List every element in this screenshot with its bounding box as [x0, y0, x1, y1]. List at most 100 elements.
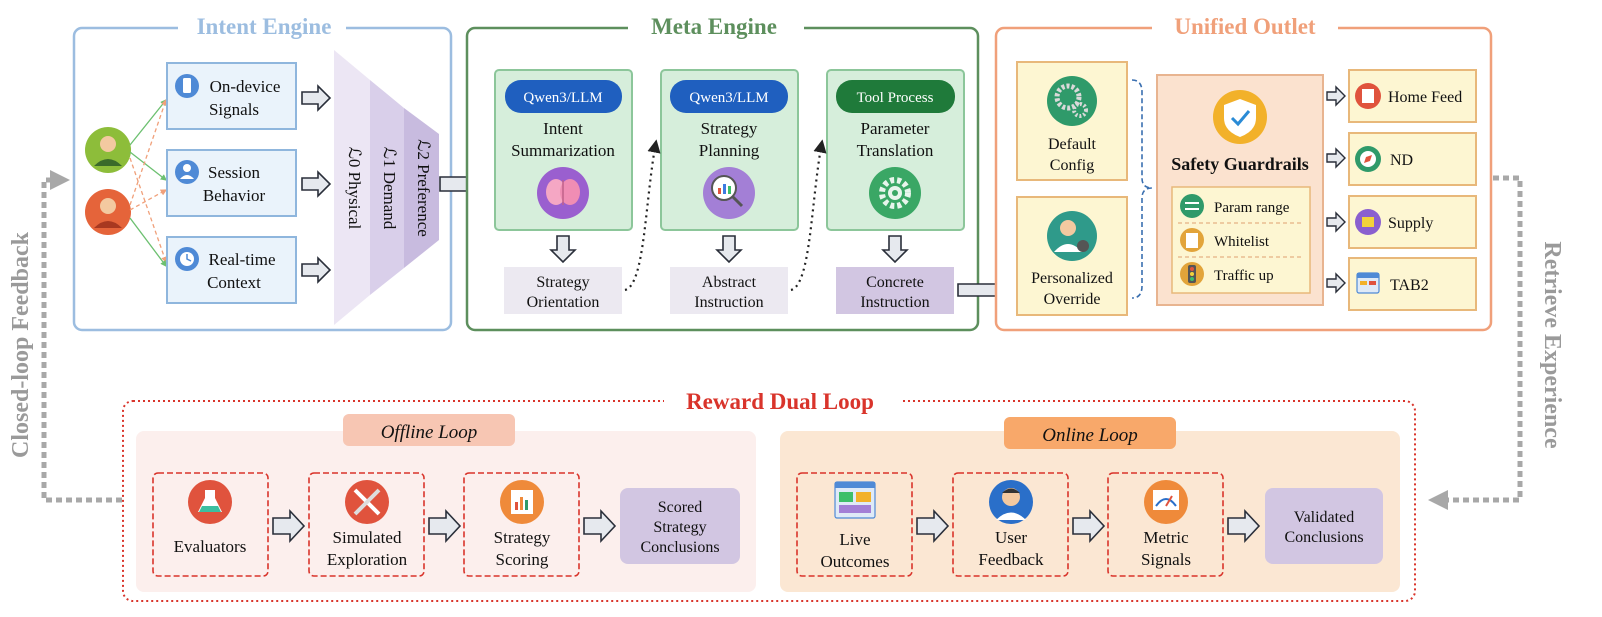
online-loop-panel: Online Loop Live Outcomes [780, 417, 1400, 592]
tools-icon [345, 480, 389, 524]
step-label-2: Scoring [496, 550, 549, 569]
user-avatar-icon [989, 480, 1033, 524]
output-label-2: Orientation [527, 294, 600, 311]
result-line-2: Conclusions [1284, 529, 1363, 546]
meta-engine-panel: Meta Engine Qwen3/LLM Intent Summarizati… [465, 12, 980, 332]
stage-badge: Tool Process [857, 90, 934, 106]
layer-preference: ℒ2 Preference [414, 139, 433, 237]
offline-step-simulated-exploration: Simulated Exploration [308, 472, 425, 577]
safety-guardrails-box: Safety Guardrails Param range Whitelist [1156, 74, 1324, 306]
output-label-1: Abstract [702, 274, 757, 291]
closed-loop-feedback-label: Closed-loop Feedback [8, 231, 34, 458]
output-label-2: Instruction [694, 294, 763, 311]
online-step-arrows [916, 508, 1261, 544]
step-label-1: Simulated [333, 528, 402, 547]
outlet-label: Supply [1388, 215, 1433, 232]
online-result: Validated Conclusions [1265, 488, 1383, 564]
unified-outlet-panel: Unified Outlet Default Config Personaliz… [994, 12, 1493, 332]
offline-step-evaluators: Evaluators [152, 472, 269, 577]
result-line-2: Strategy [653, 519, 706, 536]
intent-engine-panel: Intent Engine On-device Signals [72, 12, 453, 332]
signal-real-time-context: Real-time Context [166, 236, 297, 304]
signal-label-1: Real-time [208, 250, 275, 269]
signal-to-layer-arrows [301, 84, 332, 284]
outlet-label: Home Feed [1388, 89, 1462, 106]
stage-strategy-planning: Qwen3/LLM Strategy Planning [660, 69, 799, 231]
offline-step-strategy-scoring: Strategy Scoring [463, 472, 580, 577]
gears-icon [869, 167, 921, 219]
unified-outlet-title: Unified Outlet [1174, 14, 1316, 39]
magnifier-chart-icon [703, 167, 755, 219]
config-label-2: Override [1044, 291, 1101, 308]
retrieve-experience-label: Retrieve Experience [1539, 241, 1565, 449]
offline-step-arrows [272, 508, 617, 544]
stage-badge: Qwen3/LLM [523, 90, 602, 106]
retrieve-experience-rail: Retrieve Experience [1428, 175, 1565, 510]
output-abstract-instruction: Abstract Instruction [670, 267, 788, 314]
output-concrete-instruction: Concrete Instruction [836, 267, 954, 314]
intent-layers-trapezoid: ℒ0 Physical ℒ1 Demand ℒ2 Preference [334, 50, 439, 325]
flask-icon [188, 480, 232, 524]
online-step-user-feedback: User Feedback [952, 472, 1069, 577]
result-line-1: Scored [658, 499, 702, 516]
step-label: Evaluators [174, 537, 247, 556]
reward-loop-title: Reward Dual Loop [686, 389, 874, 414]
stage-label-2: Translation [857, 141, 934, 160]
personalized-override-box: Personalized Override [1016, 196, 1128, 316]
gear-cluster-icon [1047, 76, 1097, 126]
signal-on-device: On-device Signals [166, 62, 297, 130]
guardrail-to-outlet-arrows [1326, 85, 1346, 294]
offline-result: Scored Strategy Conclusions [620, 488, 740, 564]
online-step-metric-signals: Metric Signals [1107, 472, 1224, 577]
orientation-to-planning-arrow [624, 139, 661, 292]
stage-label-2: Planning [699, 141, 760, 160]
signal-session-behavior: Session Behavior [166, 149, 297, 217]
signal-label-2: Context [207, 273, 261, 292]
stage-parameter-translation: Tool Process Parameter Translation [826, 69, 965, 231]
guardrail-item-traffic-up: Traffic up [1180, 262, 1274, 286]
signal-label-2: Behavior [203, 186, 266, 205]
user-signal-links [129, 98, 168, 268]
stage-label-2: Summarization [511, 141, 615, 160]
guardrail-label: Param range [1214, 200, 1290, 216]
online-loop-title: Online Loop [1042, 425, 1138, 446]
sliders-icon [1180, 194, 1204, 218]
male-user-icon [85, 127, 131, 173]
step-label-1: Live [839, 530, 870, 549]
outlet-label: TAB2 [1390, 277, 1429, 294]
layer-physical: ℒ0 Physical [345, 147, 364, 230]
step-label-1: Metric [1143, 528, 1189, 547]
output-strategy-orientation: Strategy Orientation [504, 267, 622, 314]
signal-label-1: Session [208, 163, 260, 182]
stage-intent-summarization: Qwen3/LLM Intent Summarization [494, 69, 633, 231]
step-label-2: Signals [1141, 550, 1191, 569]
gauge-icon [1144, 480, 1188, 524]
output-label-2: Instruction [860, 294, 929, 311]
intent-engine-title: Intent Engine [197, 14, 332, 39]
config-label-1: Personalized [1031, 270, 1113, 287]
guardrails-title: Safety Guardrails [1171, 154, 1309, 174]
step-label-2: Exploration [327, 550, 408, 569]
dashboard-icon [834, 481, 876, 519]
outlet-nd: ND [1348, 132, 1477, 186]
step-label-2: Outcomes [821, 552, 890, 571]
shield-check-icon [1213, 90, 1267, 144]
stage-label-1: Intent [543, 119, 583, 138]
step-label-1: User [995, 528, 1027, 547]
brain-icon [537, 167, 589, 219]
config-label-1: Default [1048, 136, 1097, 153]
config-brace [1131, 79, 1153, 299]
step-label-2: Feedback [978, 550, 1044, 569]
outlet-tab2: TAB2 [1348, 257, 1477, 311]
output-label-1: Strategy [536, 274, 589, 291]
reward-dual-loop-panel: Reward Dual Loop Offline Loop Evaluators [122, 385, 1416, 602]
config-label-2: Config [1050, 157, 1094, 174]
meta-engine-title: Meta Engine [651, 14, 777, 39]
stage-label-1: Parameter [861, 119, 930, 138]
instruction-to-translation-arrow [790, 139, 827, 292]
result-line-1: Validated [1294, 509, 1354, 526]
result-line-3: Conclusions [640, 539, 719, 556]
guardrail-item-whitelist: Whitelist [1180, 228, 1270, 252]
layer-demand: ℒ1 Demand [380, 147, 399, 230]
